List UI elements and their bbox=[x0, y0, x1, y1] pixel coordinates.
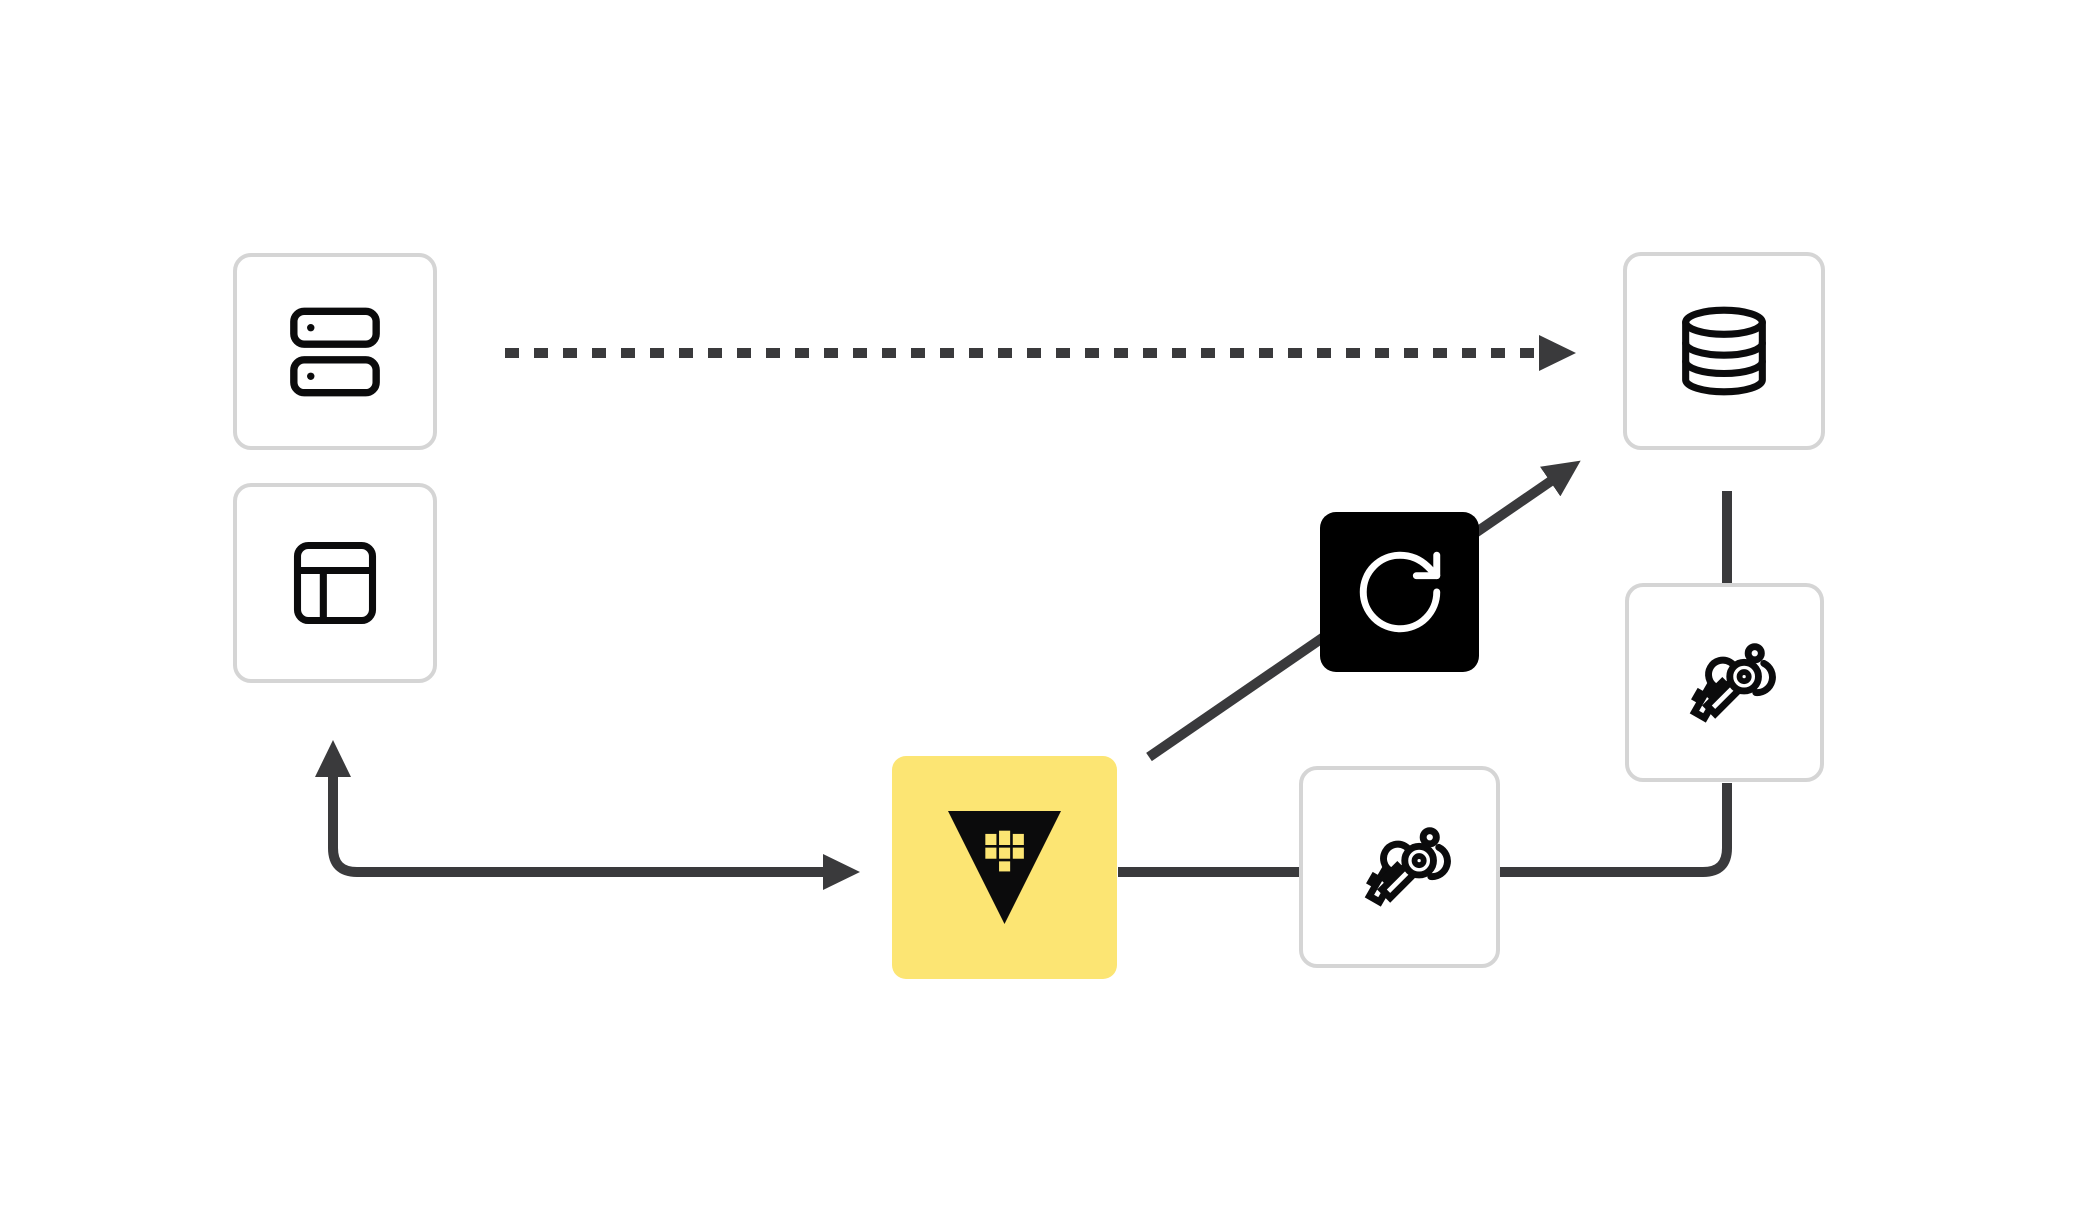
keys-right-node bbox=[1625, 583, 1824, 782]
rotate-cw-icon bbox=[1359, 551, 1440, 633]
server-icon bbox=[290, 307, 380, 396]
keys-icon bbox=[1689, 642, 1776, 723]
database-icon bbox=[1682, 306, 1766, 396]
vault-logo-icon bbox=[948, 811, 1061, 924]
layout-panels-icon bbox=[293, 541, 377, 625]
database-node bbox=[1623, 252, 1825, 450]
servers-node bbox=[233, 253, 437, 450]
vault-node bbox=[892, 756, 1117, 979]
keys-mid-node bbox=[1299, 766, 1500, 968]
edge-loop-to-app-and-vault bbox=[315, 740, 860, 890]
keys-icon bbox=[1364, 827, 1451, 907]
app-window-node bbox=[233, 483, 437, 683]
edge-vault-keys-chain bbox=[1118, 783, 1732, 877]
rotate-node bbox=[1320, 512, 1479, 672]
